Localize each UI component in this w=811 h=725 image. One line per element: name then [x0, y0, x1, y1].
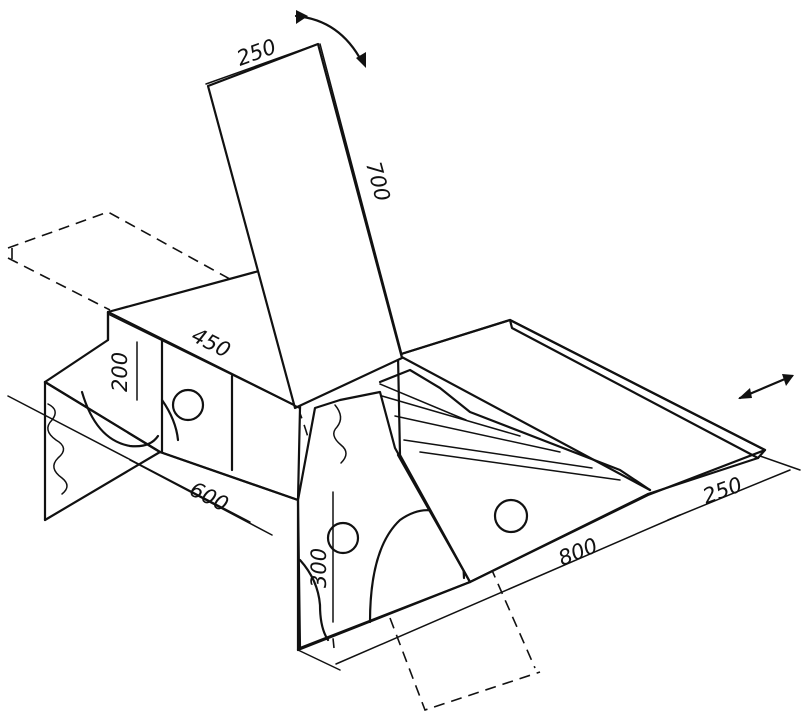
dim-right-length: 800 [555, 533, 601, 570]
dim-flap-length: 700 [361, 159, 395, 204]
arrows [294, 10, 794, 400]
round-hole-left [171, 388, 205, 422]
tilted-flap-panel [206, 42, 404, 410]
rotation-arrowhead-right [356, 52, 366, 68]
round-hole-right [493, 498, 529, 534]
right-step-panel [378, 318, 767, 584]
dim-front-height: 300 [307, 548, 331, 588]
round-hole-front [326, 521, 360, 555]
dimension-lines [7, 43, 801, 671]
dim-left-height: 200 [108, 352, 132, 392]
dim-right-width: 250 [700, 472, 746, 508]
front-panel [296, 390, 472, 652]
rotation-arrowhead-left [296, 10, 308, 24]
